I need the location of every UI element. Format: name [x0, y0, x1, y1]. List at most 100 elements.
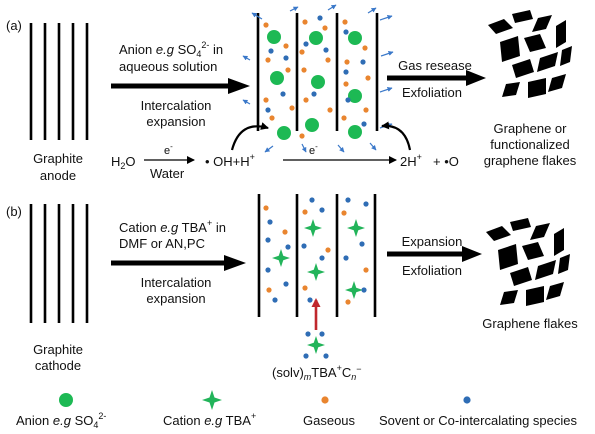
gas-particle: [303, 97, 309, 103]
solvent-particle: [359, 241, 365, 247]
anion-particle: [348, 31, 362, 45]
product-b-label: Graphene flakes: [482, 316, 578, 331]
gas-escape-arrow: [380, 51, 394, 57]
solvent-particle: [283, 55, 289, 61]
gas-escape-arrow: [379, 15, 393, 21]
intercalants-b: [263, 197, 369, 305]
gas-particle: [302, 285, 308, 291]
gas-particle: [342, 19, 348, 25]
legend-gaseous-label: Gaseous: [303, 413, 356, 428]
gas-particle: [341, 115, 347, 121]
gas-particle: [365, 75, 371, 81]
anion-reagent-line2: aqueous solution: [119, 59, 217, 74]
solvent-particle: [343, 69, 349, 75]
solvent-particle: [323, 353, 329, 359]
anion-reagent-line1: Anion e.g SO42- in: [119, 40, 223, 59]
gas-escape-arrow: [337, 144, 345, 153]
solvent-particle: [303, 41, 309, 47]
curved-arrow-right: [381, 121, 412, 151]
panel-b-label: (b): [6, 204, 22, 219]
solvent-particle: [272, 297, 278, 303]
gas-particle: [282, 229, 288, 235]
gas-escape-arrow: [379, 87, 393, 93]
graphite-anode-label-2: anode: [40, 168, 76, 183]
water-label: Water: [150, 166, 185, 181]
gas-arrows-a: [242, 4, 394, 153]
legend-solvent-label: Sovent or Co-intercalating species: [379, 413, 577, 428]
process-b-label-2: expansion: [146, 291, 205, 306]
gas-escape-arrow: [251, 12, 263, 20]
legend: Anion e.g SO42- Cation e.g TBA+ Gaseous …: [16, 390, 577, 430]
electron-2: e-: [309, 142, 318, 157]
electron-1: e-: [164, 142, 173, 157]
solvent-particle: [361, 121, 367, 127]
solvent-particle: [285, 244, 291, 250]
solvent-particle: [309, 197, 315, 203]
graphite-cathode-label-2: cathode: [35, 358, 81, 373]
tba-complex-formula: (solv)mTBA+Cn−: [272, 363, 362, 382]
graphite-anode-label-1: Graphite: [33, 151, 83, 166]
anion-particle: [267, 30, 281, 44]
solvent-particle: [268, 48, 274, 54]
gas-escape-arrow: [289, 6, 299, 12]
solvent-particle: [323, 47, 329, 53]
gas-particle: [327, 107, 333, 113]
solvent-particle: [265, 267, 271, 273]
cation-particle: [304, 219, 322, 237]
solvent-particle: [319, 207, 325, 213]
gas-particle: [263, 22, 269, 28]
gas-particle: [362, 45, 368, 51]
curved-arrow-left: [230, 122, 269, 151]
gas-particle: [263, 97, 269, 103]
gas-particle: [301, 67, 307, 73]
solvent-particle: [307, 297, 313, 303]
gas-particle: [285, 67, 291, 73]
solvent-particle: [303, 353, 309, 359]
graphene-flakes-b: [486, 218, 570, 306]
anion-particle: [311, 75, 325, 89]
protons: 2H+: [400, 152, 422, 169]
panel-b: (b) Graphite cathode Cation e.g TBA+ in …: [6, 194, 578, 382]
product-a-line-3: graphene flakes: [484, 153, 577, 168]
gas-escape-arrow: [327, 4, 337, 11]
gas-escape-arrow: [264, 145, 274, 153]
solvent-particle: [319, 255, 325, 261]
solvent-particle: [301, 243, 307, 249]
solvent-particle: [360, 59, 366, 65]
oxygen-radical: + •O: [433, 154, 459, 169]
solvent-particle: [283, 281, 289, 287]
gas-particle: [343, 81, 349, 87]
gas-escape-arrow: [242, 55, 251, 61]
gas-particle: [363, 107, 369, 113]
legend-cation-label: Cation e.g TBA+: [163, 411, 256, 428]
gas-particle: [341, 210, 347, 216]
gas-particle: [302, 19, 308, 25]
gas-particle: [299, 133, 305, 139]
solvent-particle: [317, 15, 323, 21]
gas-escape-arrow: [242, 99, 251, 105]
exfoliation-arrow-a-head: [466, 70, 486, 86]
solvent-particle: [345, 197, 351, 203]
gas-escape-arrow: [367, 7, 377, 14]
solvent-particle: [343, 255, 349, 261]
exfoliation-label-a: Exfoliation: [402, 85, 462, 100]
product-a-line-2: functionalized: [490, 137, 570, 152]
legend-anion-label: Anion e.g SO42-: [16, 411, 106, 430]
panel-a-label: (a): [6, 18, 22, 33]
gas-particle: [302, 209, 308, 215]
gas-particle: [289, 105, 295, 111]
h2o-formula: H2O: [111, 154, 136, 171]
anion-particle: [270, 71, 284, 85]
graphene-flakes-a: [488, 10, 572, 98]
legend-cation-icon: [202, 390, 222, 410]
solvent-particle: [267, 219, 273, 225]
solvent-particle: [305, 331, 311, 337]
exfoliation-label-b: Exfoliation: [402, 263, 462, 278]
gas-particle: [283, 43, 289, 49]
gas-escape-arrow: [369, 142, 377, 151]
gas-release-label: Gas resease: [398, 58, 472, 73]
process-arrow-a-head: [228, 78, 250, 94]
solvent-particle: [363, 201, 369, 207]
anion-particle: [309, 31, 323, 45]
